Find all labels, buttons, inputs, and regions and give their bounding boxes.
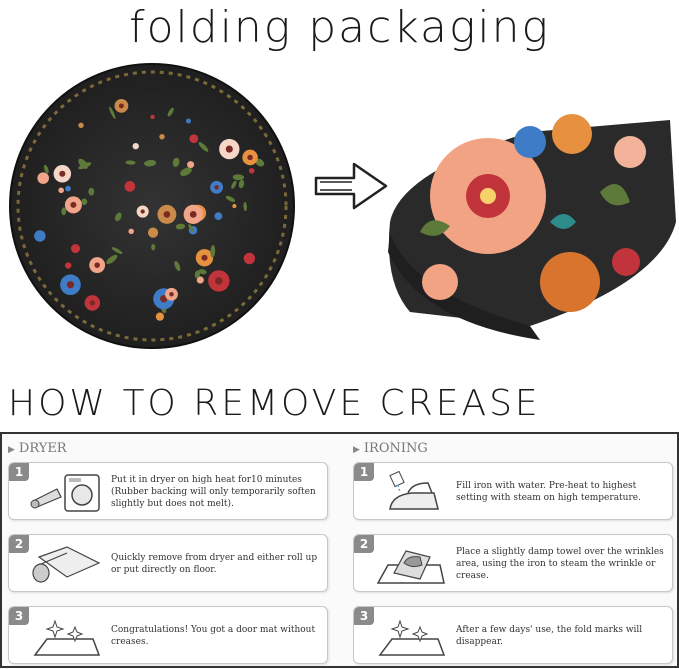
roll-mat-icon <box>32 546 101 583</box>
step-text: Fill iron with water. Pre-heat to highes… <box>456 481 641 503</box>
triangle-right-icon: ▶ <box>353 445 360 455</box>
ironing-column: ▶IRONING 1 Fill iron with water. Pre-hea… <box>351 438 679 666</box>
ironing-step-2: 2 Place a slightly damp towel over the w… <box>353 534 673 592</box>
step-number: 2 <box>354 535 374 553</box>
sparkle-mat-icon <box>33 619 101 656</box>
dryer-column: ▶DRYER 1 Put it in dryer on high heat fo… <box>6 438 336 666</box>
dryer-step-1: 1 Put it in dryer on high heat for10 min… <box>8 462 328 520</box>
dryer-heading: ▶DRYER <box>8 441 67 456</box>
sparkle-mat-icon <box>378 619 446 656</box>
page-title: folding packaging <box>129 2 550 53</box>
step-text: Quickly remove from dryer and either rol… <box>111 553 318 575</box>
dryer-step-3: 3 Congratulations! You got a door mat wi… <box>8 606 328 664</box>
dryer-icon <box>30 474 100 512</box>
step-text: After a few days' use, the fold marks wi… <box>456 625 643 647</box>
folded-rug-image <box>388 114 676 340</box>
ironing-heading: ▶IRONING <box>353 441 428 456</box>
step-text: Place a slightly damp towel over the wri… <box>456 547 664 581</box>
ironing-step-1: 1 Fill iron with water. Pre-heat to high… <box>353 462 673 520</box>
step-number: 1 <box>9 463 29 481</box>
dryer-step-2: 2 Quickly remove from dryer and either r… <box>8 534 328 592</box>
iron-icon <box>389 471 439 510</box>
iron-towel-icon <box>376 550 445 584</box>
triangle-right-icon: ▶ <box>8 445 15 455</box>
ironing-step-3: 3 After a few days' use, the fold marks … <box>353 606 673 664</box>
step-number: 3 <box>9 607 29 625</box>
instructions-panel: ▶DRYER 1 Put it in dryer on high heat fo… <box>0 432 679 668</box>
round-rug-image <box>9 63 295 349</box>
step-number: 3 <box>354 607 374 625</box>
arrow-right-icon <box>314 162 388 210</box>
section-title: HOW TO REMOVE CREASE DRYER <box>8 383 541 476</box>
step-text: Congratulations! You got a door mat with… <box>111 625 316 647</box>
step-number: 2 <box>9 535 29 553</box>
step-number: 1 <box>354 463 374 481</box>
step-text: Put it in dryer on high heat for10 minut… <box>111 475 316 509</box>
